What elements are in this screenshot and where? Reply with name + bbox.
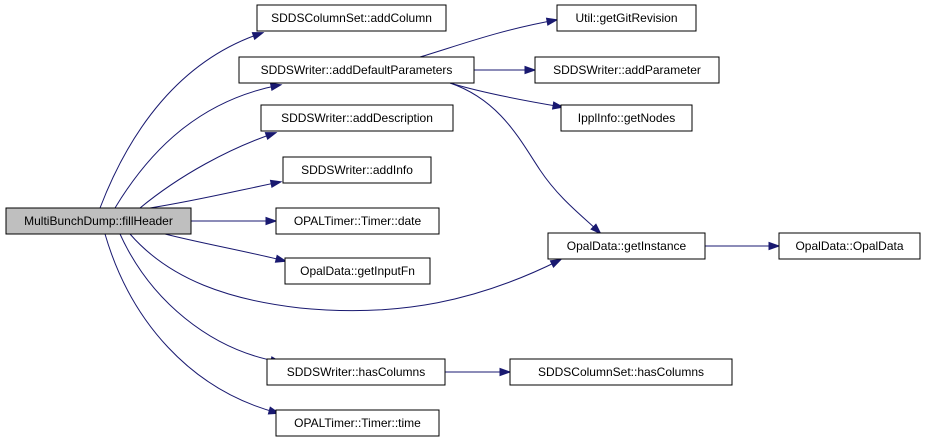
node-label: SDDSWriter::addInfo [301,163,413,177]
call-edges [99,17,781,415]
edge-hasColumnsWriter-to-hasColumnsSet [445,367,512,377]
node-add-default-parameters[interactable]: SDDSWriter::addDefaultParameters [238,56,475,84]
edge-root-to-getInputFn [164,233,288,263]
node-box[interactable] [778,232,921,260]
edge-addDefaultParameters-to-getGitRevision [419,17,559,58]
edge-root-to-addColumn [99,32,265,209]
edge-addDefaultParameters-to-addParameter [474,65,537,75]
node-box[interactable] [284,257,431,285]
edge-root-to-hasColumnsWriter [119,233,283,365]
node-label: Util::getGitRevision [575,11,677,25]
edge-root-to-timerDate [191,216,278,226]
node-box[interactable] [547,232,706,260]
node-box[interactable] [260,104,454,132]
edge-root-to-addDescription [139,132,278,209]
node-has-columns-set[interactable]: SDDSColumnSet::hasColumns [509,358,733,386]
node-label: OpalData::getInputFn [300,264,415,278]
node-get-instance[interactable]: OpalData::getInstance [547,232,706,260]
node-box[interactable] [560,104,693,132]
node-label: SDDSColumnSet::addColumn [271,11,432,25]
node-box[interactable] [266,358,446,386]
edge-addDefaultParameters-to-getNodes [449,82,565,110]
node-root[interactable]: MultiBunchDump::fillHeader [5,207,192,235]
node-box[interactable] [275,409,440,437]
node-box[interactable] [282,156,432,184]
node-get-input-fn[interactable]: OpalData::getInputFn [284,257,431,285]
edge-root-to-addDefaultParameters [114,82,283,209]
node-get-nodes[interactable]: IpplInfo::getNodes [560,104,693,132]
node-label: OPALTimer::Timer::date [294,214,422,228]
node-label: OpalData::OpalData [795,239,903,253]
node-label: SDDSWriter::hasColumns [287,365,425,379]
node-get-git-revision[interactable]: Util::getGitRevision [556,4,697,32]
node-box[interactable] [256,4,447,32]
node-label: OPALTimer::Timer::time [294,416,421,430]
edge-root-to-getInstance [129,233,563,312]
node-timer-time[interactable]: OPALTimer::Timer::time [275,409,440,437]
node-label: SDDSColumnSet::hasColumns [538,365,704,379]
node-add-column[interactable]: SDDSColumnSet::addColumn [256,4,447,32]
node-add-parameter[interactable]: SDDSWriter::addParameter [534,56,720,84]
node-label: MultiBunchDump::fillHeader [24,214,173,228]
node-add-info[interactable]: SDDSWriter::addInfo [282,156,432,184]
node-label: SDDSWriter::addDefaultParameters [261,63,453,77]
node-label: IpplInfo::getNodes [578,111,675,125]
node-box[interactable] [509,358,733,386]
node-label: SDDSWriter::addDescription [281,111,433,125]
node-box[interactable] [238,56,475,84]
node-box[interactable] [5,207,192,235]
node-box[interactable] [534,56,720,84]
node-has-columns-writer[interactable]: SDDSWriter::hasColumns [266,358,446,386]
node-add-description[interactable]: SDDSWriter::addDescription [260,104,454,132]
edge-getInstance-to-opalDataCtor [705,241,781,251]
edge-addDefaultParameters-to-getInstance [449,82,602,235]
node-label: OpalData::getInstance [567,239,687,253]
node-opal-data-ctor[interactable]: OpalData::OpalData [778,232,921,260]
node-label: SDDSWriter::addParameter [553,63,701,77]
call-nodes: MultiBunchDump::fillHeaderSDDSColumnSet:… [5,4,921,437]
node-timer-date[interactable]: OPALTimer::Timer::date [275,207,440,235]
edge-root-to-addInfo [149,179,283,209]
node-box[interactable] [556,4,697,32]
node-box[interactable] [275,207,440,235]
